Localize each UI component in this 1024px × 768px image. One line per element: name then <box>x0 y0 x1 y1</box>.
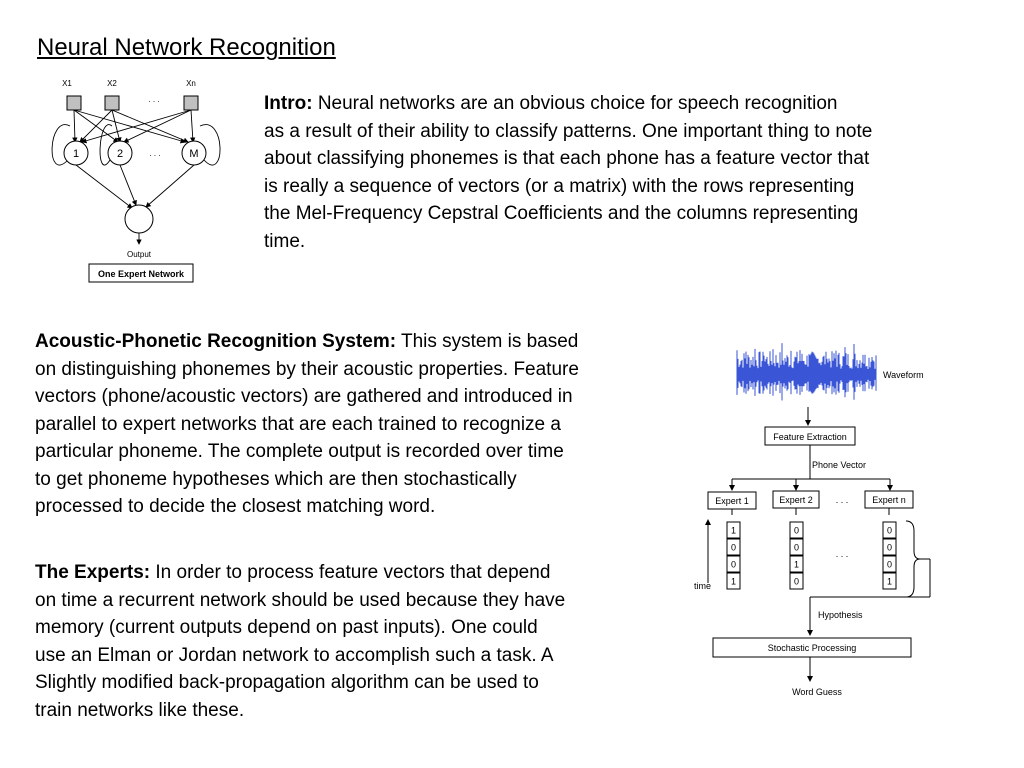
input-label: X2 <box>107 79 117 88</box>
experts-line: In order to process feature vectors that… <box>150 562 551 583</box>
expert-ellipsis: . . . <box>836 495 849 505</box>
stochastic-box <box>712 637 912 658</box>
input-hidden-connections <box>51 109 221 166</box>
caption-box <box>88 263 194 283</box>
vector-cell <box>882 538 897 556</box>
experts-line: Slightly modified back-propagation algor… <box>35 672 539 693</box>
vector-cell <box>726 572 741 590</box>
hidden-output-connections <box>75 164 195 245</box>
hypothesis-label: Hypothesis <box>818 610 863 620</box>
branch-lines <box>729 478 893 491</box>
vector-cell <box>789 538 804 556</box>
vector-cell <box>789 555 804 573</box>
hidden-ellipsis: . . . <box>149 149 160 158</box>
waveform-graphic <box>736 343 877 401</box>
vector-value: 0 <box>887 526 892 536</box>
vector-value: 0 <box>731 560 736 570</box>
intro-line: as a result of their ability to classify… <box>264 120 873 142</box>
acoustic-line: to get phoneme hypotheses which are then… <box>35 468 517 490</box>
acoustic-heading: Acoustic-Phonetic Recognition System: <box>35 331 397 352</box>
intro-paragraph: Intro: Neural networks are an obvious ch… <box>264 90 872 255</box>
input-ellipsis: . . . <box>148 95 159 104</box>
intro-line: the Mel-Frequency Cepstral Coefficients … <box>264 203 859 224</box>
intro-line: time. <box>264 230 306 252</box>
acoustic-line: This system is based <box>396 331 579 352</box>
experts-heading: The Experts: <box>35 562 151 583</box>
vector-cell <box>882 555 897 573</box>
experts-line: memory (current outputs depend on past i… <box>35 617 538 638</box>
hypothesis-connector <box>807 558 931 636</box>
expert-label: Expert 1 <box>715 496 749 506</box>
acoustic-line: parallel to expert networks that are eac… <box>35 413 561 435</box>
vector-value: 1 <box>731 526 736 536</box>
vector-cell <box>726 555 741 573</box>
vector-value: 0 <box>794 543 799 553</box>
output-node <box>124 204 154 234</box>
intro-line: is really a sequence of vectors (or a ma… <box>264 175 855 197</box>
intro-line: Neural networks are an obvious choice fo… <box>312 93 838 114</box>
input-node <box>183 95 199 111</box>
word-guess-label: Word Guess <box>792 687 842 697</box>
time-label: time <box>694 581 711 591</box>
input-label: X1 <box>62 79 72 88</box>
vector-cell <box>882 521 897 539</box>
vector-value: 1 <box>887 577 892 587</box>
vector-value: 0 <box>887 560 892 570</box>
vector-cell <box>789 521 804 539</box>
experts-line: on time a recurrent network should be us… <box>35 589 566 611</box>
acoustic-paragraph: Acoustic-Phonetic Recognition System: Th… <box>35 328 579 521</box>
input-label: Xn <box>186 79 196 88</box>
vector-value: 0 <box>731 543 736 553</box>
feature-extraction-label: Feature Extraction <box>773 432 847 442</box>
vector-value: 1 <box>731 577 736 587</box>
vector-cell <box>789 572 804 590</box>
output-label: Output <box>127 250 152 259</box>
expert-label: Expert n <box>872 495 906 505</box>
hidden-label: M <box>189 148 198 160</box>
slide-title: Neural Network Recognition <box>37 34 336 61</box>
experts-line: train networks like these. <box>35 699 245 721</box>
vector-value: 0 <box>794 577 799 587</box>
experts-line: use an Elman or Jordan network to accomp… <box>35 644 554 666</box>
brace <box>905 520 921 598</box>
intro-line: about classifying phonemes is that each … <box>264 148 870 169</box>
hidden-label: 1 <box>73 148 79 160</box>
acoustic-line: particular phoneme. The complete output … <box>35 441 564 462</box>
input-node <box>104 95 120 111</box>
vector-cell <box>726 538 741 556</box>
caption-label: One Expert Network <box>98 269 185 279</box>
vector-value: 0 <box>887 543 892 553</box>
vector-cell <box>882 572 897 590</box>
vector-value: 0 <box>794 526 799 536</box>
hidden-label: 2 <box>117 148 123 160</box>
intro-heading: Intro: <box>264 93 313 114</box>
expert-network-diagram: X1 X2 Xn . . . 1 2 M . . . Output One Ex… <box>51 79 221 283</box>
phone-vector-label: Phone Vector <box>812 460 866 470</box>
waveform-label: Waveform <box>883 370 924 380</box>
acoustic-line: on distinguishing phonemes by their acou… <box>35 358 579 380</box>
acoustic-line: processed to decide the closest matching… <box>35 496 436 517</box>
experts-paragraph: The Experts: In order to process feature… <box>35 559 565 724</box>
stochastic-label: Stochastic Processing <box>768 643 857 653</box>
column-ellipsis: . . . <box>836 549 849 559</box>
input-node <box>66 95 82 111</box>
vector-cell <box>726 521 741 539</box>
waveform-trace <box>736 343 877 401</box>
pipeline-diagram: Waveform Feature Extraction Phone Vector… <box>694 343 931 697</box>
vector-value: 1 <box>794 560 799 570</box>
expert-label: Expert 2 <box>779 495 813 505</box>
acoustic-line: vectors (phone/acoustic vectors) are gat… <box>35 386 573 407</box>
